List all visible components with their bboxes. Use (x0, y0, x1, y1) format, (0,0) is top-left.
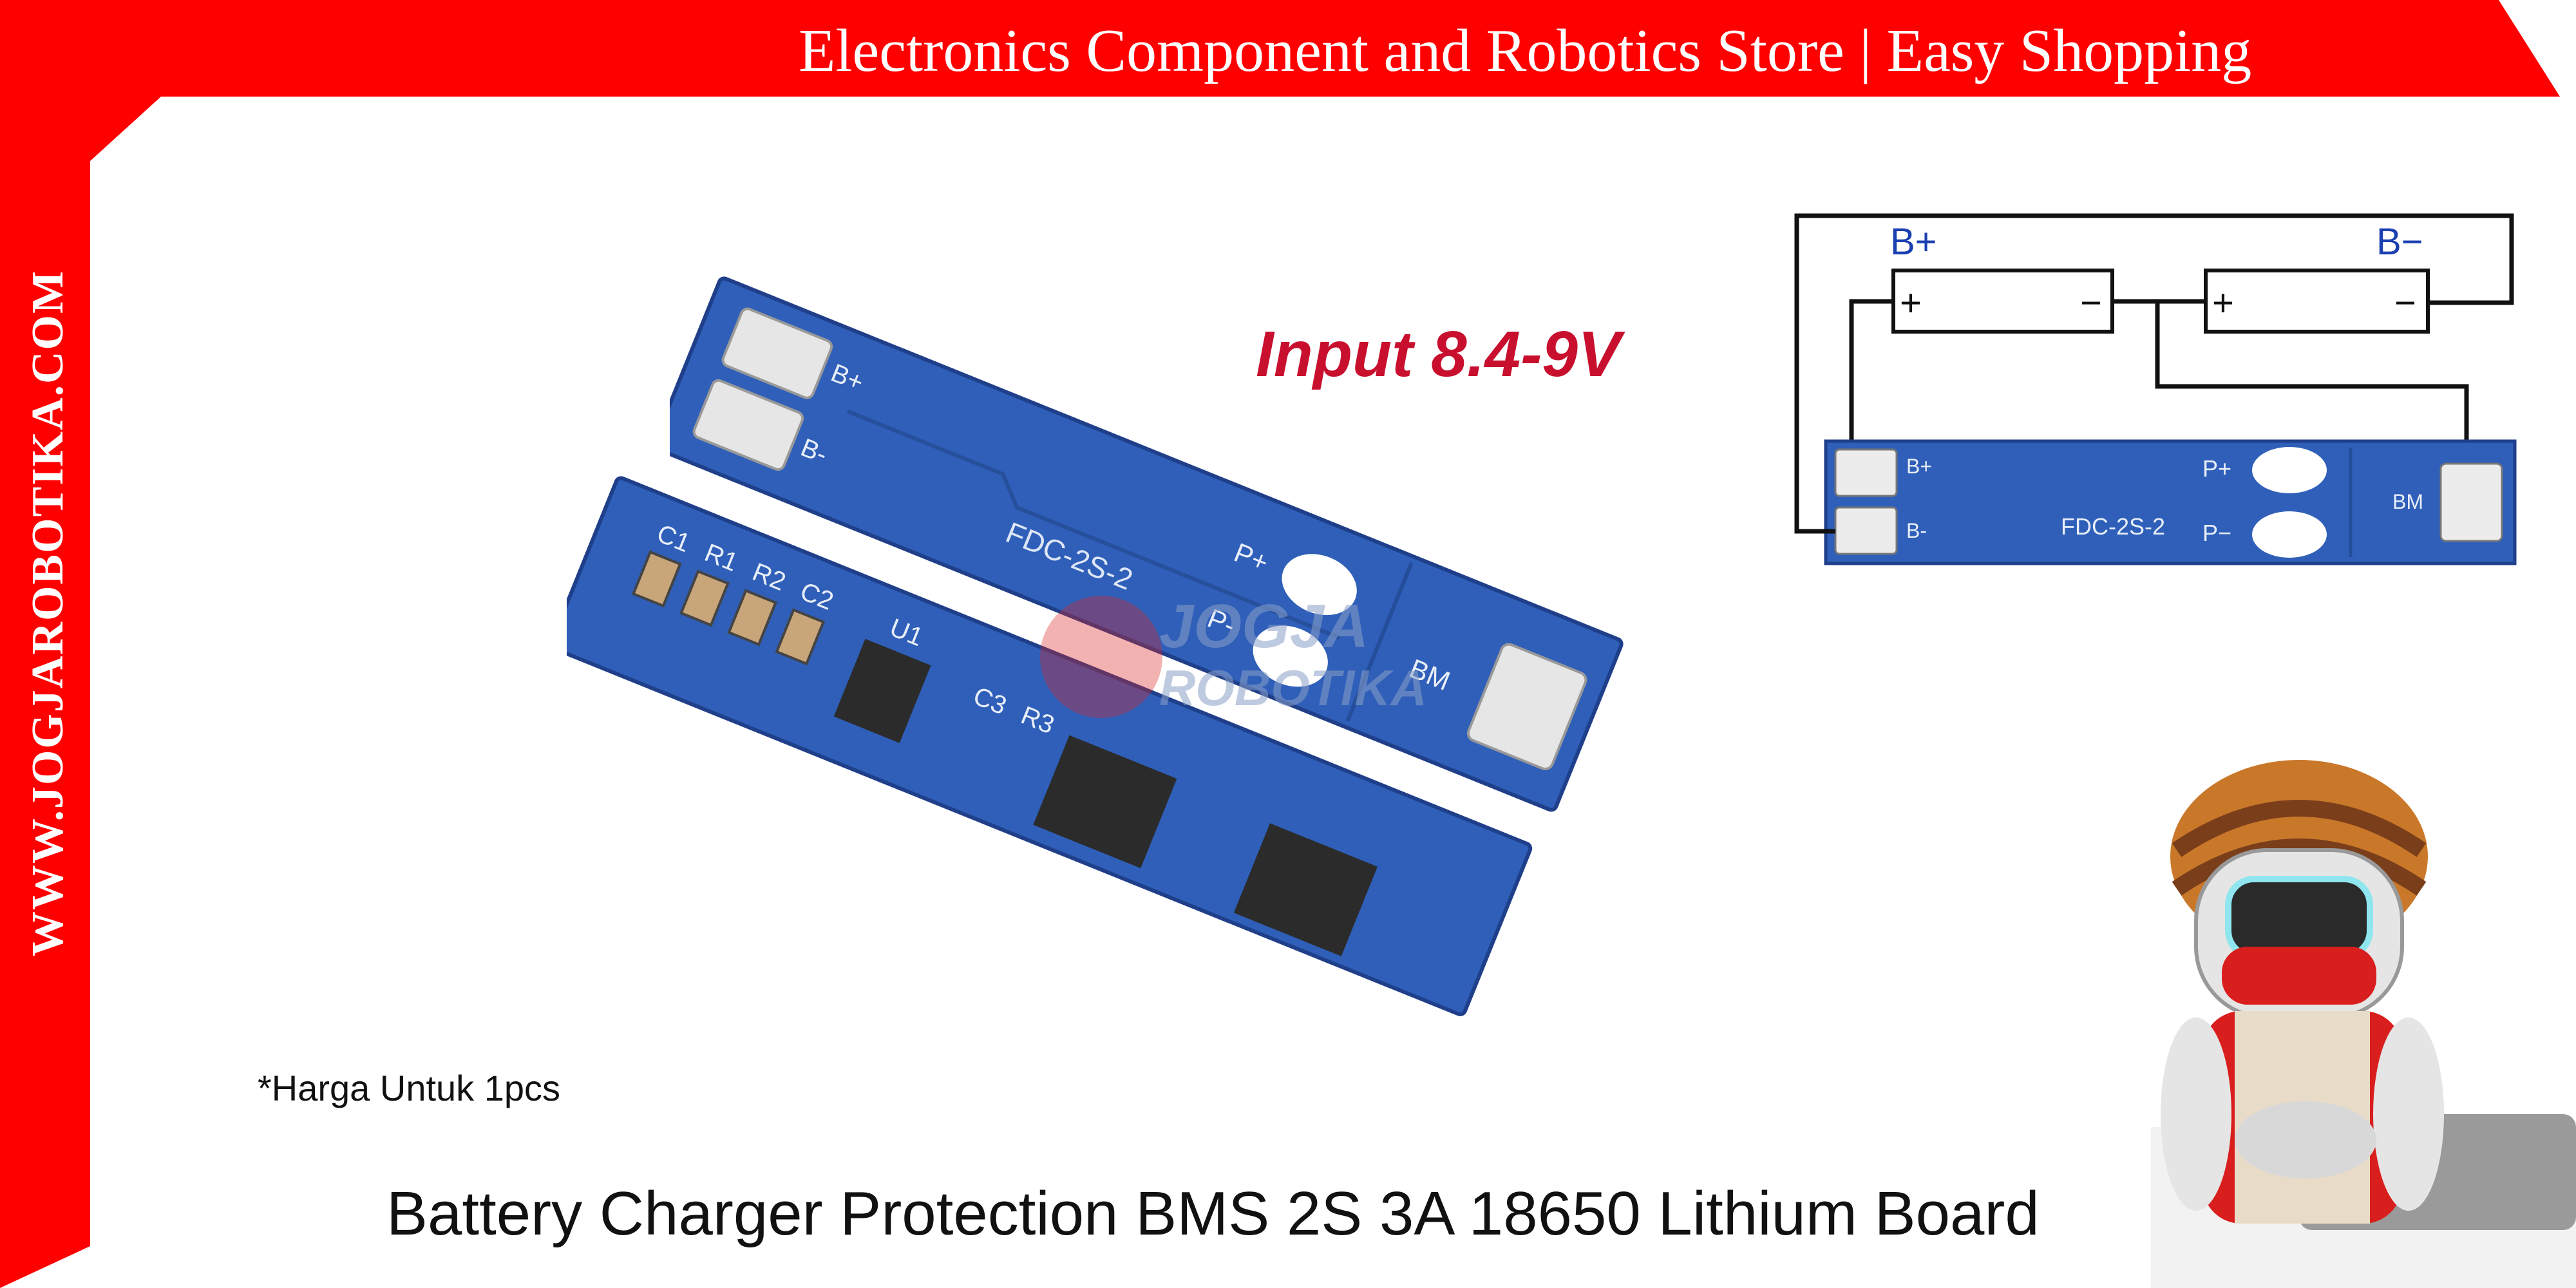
cell-2 (2204, 269, 2430, 334)
diagram-label-bplus: B+ (1890, 221, 1937, 263)
diagram-board-bplus: B+ (1906, 455, 1932, 478)
header-banner-text: Electronics Component and Robotics Store… (799, 17, 2252, 84)
diagram-board-bminus: B- (1906, 519, 1927, 542)
watermark-line1: JOGJA (1159, 592, 1368, 661)
cell-2-minus: − (2394, 282, 2416, 324)
watermark: JOGJA ROBOTIKA (1040, 592, 1427, 718)
diagram-board-pminus: P− (2202, 520, 2231, 546)
sidebar-website-text: WWW.JOGJAROBOTIKA.COM (23, 269, 73, 957)
mascot-robot (2151, 760, 2576, 1288)
product-title: Battery Charger Protection BMS 2S 3A 186… (386, 1179, 2040, 1248)
cell-1 (1891, 269, 2114, 334)
watermark-line2: ROBOTIKA (1159, 659, 1427, 716)
cell-1-plus: + (1900, 282, 1922, 324)
left-bar (0, 0, 90, 1288)
cell-2-plus: + (2212, 282, 2234, 324)
diagram-board (1824, 439, 2517, 565)
diagram-board-model: FDC-2S-2 (2061, 513, 2165, 540)
price-note: *Harga Untuk 1pcs (258, 1068, 561, 1108)
input-voltage-label: Input 8.4-9V (1256, 318, 1621, 390)
wiring-diagram: B+ B− + − + − B+ B- FDC-2S-2 P+ P− BM (1794, 213, 2517, 565)
diagram-board-pplus: P+ (2202, 455, 2231, 482)
board-top-photo: B+ B- FDC-2S-2 P+ P- BM (670, 276, 1624, 812)
cell-1-minus: − (2080, 282, 2102, 324)
diagram-board-bm: BM (2392, 490, 2423, 513)
board-bottom-photo: C1 R1 R2 C2 U1 C3 R3 (567, 476, 1533, 1016)
diagram-label-bminus: B− (2376, 221, 2423, 263)
